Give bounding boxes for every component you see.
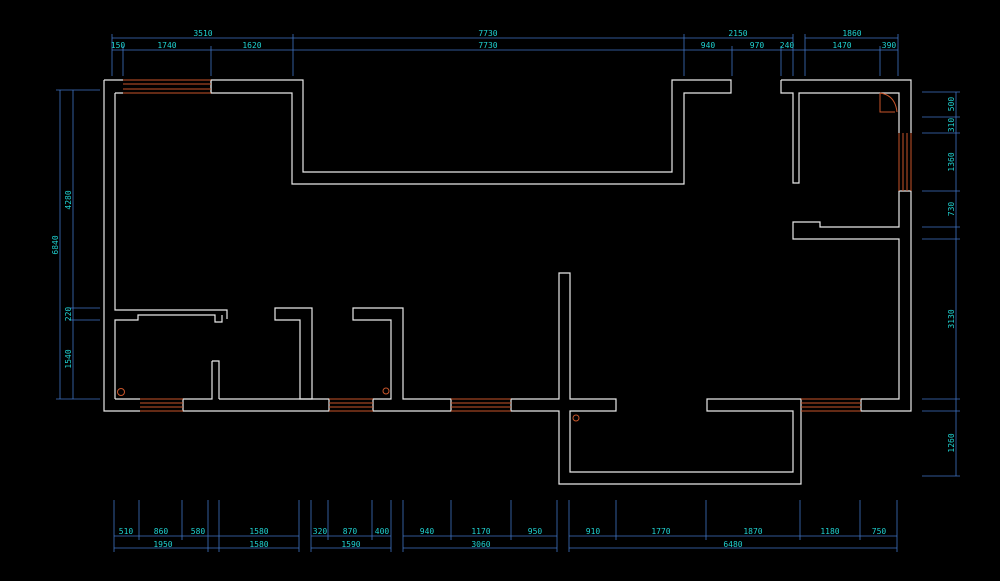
window-bottom-2 bbox=[329, 398, 373, 412]
window-right bbox=[898, 133, 912, 191]
dim-label: 240 bbox=[780, 41, 795, 50]
dim-label: 1580 bbox=[249, 527, 268, 536]
dim-label: 1740 bbox=[157, 41, 176, 50]
window-bottom-1 bbox=[140, 398, 183, 412]
dim-label: 1620 bbox=[242, 41, 261, 50]
dim-label: 7730 bbox=[478, 41, 497, 50]
window-bottom-4 bbox=[801, 398, 861, 412]
drain-icon bbox=[382, 387, 390, 395]
windows bbox=[117, 79, 912, 422]
dim-label: 580 bbox=[191, 527, 206, 536]
dim-label: 6480 bbox=[723, 540, 742, 549]
dim-label: 1180 bbox=[820, 527, 839, 536]
dim-label: 910 bbox=[586, 527, 601, 536]
dim-label: 1950 bbox=[153, 540, 172, 549]
dim-label: 970 bbox=[750, 41, 765, 50]
dim-label: 2150 bbox=[728, 29, 747, 38]
dim-label: 220 bbox=[64, 307, 73, 322]
dim-label: 1860 bbox=[842, 29, 861, 38]
wall-top-interior bbox=[115, 80, 212, 94]
window-bottom-3 bbox=[451, 398, 511, 412]
dim-label: 1870 bbox=[743, 527, 762, 536]
dim-label: 950 bbox=[528, 527, 543, 536]
dim-label: 1770 bbox=[651, 527, 670, 536]
dim-label: 750 bbox=[872, 527, 887, 536]
dim-label: 400 bbox=[375, 527, 390, 536]
drain-icon bbox=[117, 388, 125, 396]
dim-label: 310 bbox=[947, 118, 956, 133]
wall-partition-b bbox=[274, 307, 313, 400]
dim-label: 1540 bbox=[64, 349, 73, 368]
dim-label: 6840 bbox=[51, 235, 60, 254]
dim-label: 3060 bbox=[471, 540, 490, 549]
dim-label: 1590 bbox=[341, 540, 360, 549]
dim-label: 860 bbox=[154, 527, 169, 536]
dim-label: 940 bbox=[701, 41, 716, 50]
dim-label: 150 bbox=[111, 41, 126, 50]
dim-label: 390 bbox=[882, 41, 897, 50]
window-top-left bbox=[123, 79, 211, 94]
wall-top-left bbox=[210, 79, 732, 185]
dimension-lines bbox=[56, 34, 960, 552]
dim-label: 1470 bbox=[832, 41, 851, 50]
dim-label: 1170 bbox=[471, 527, 490, 536]
wall-left-exterior bbox=[103, 79, 228, 412]
dimension-labels: 3510 7730 2150 1860 150 1740 1620 7730 9… bbox=[51, 29, 956, 549]
dim-label: 870 bbox=[343, 527, 358, 536]
dim-label: 1360 bbox=[947, 152, 956, 171]
dim-label: 3510 bbox=[193, 29, 212, 38]
dim-label: 500 bbox=[947, 97, 956, 112]
dim-label: 730 bbox=[947, 202, 956, 217]
dim-label: 1260 bbox=[947, 433, 956, 452]
dim-label: 7730 bbox=[478, 29, 497, 38]
dim-label: 940 bbox=[420, 527, 435, 536]
drain-icon bbox=[572, 414, 580, 422]
dim-label: 3130 bbox=[947, 309, 956, 328]
wall-room-lower-left bbox=[114, 314, 223, 400]
dim-label: 320 bbox=[313, 527, 328, 536]
dim-label: 1580 bbox=[249, 540, 268, 549]
door-swing-right bbox=[879, 92, 898, 113]
dim-label: 510 bbox=[119, 527, 134, 536]
dim-label: 4280 bbox=[64, 190, 73, 209]
